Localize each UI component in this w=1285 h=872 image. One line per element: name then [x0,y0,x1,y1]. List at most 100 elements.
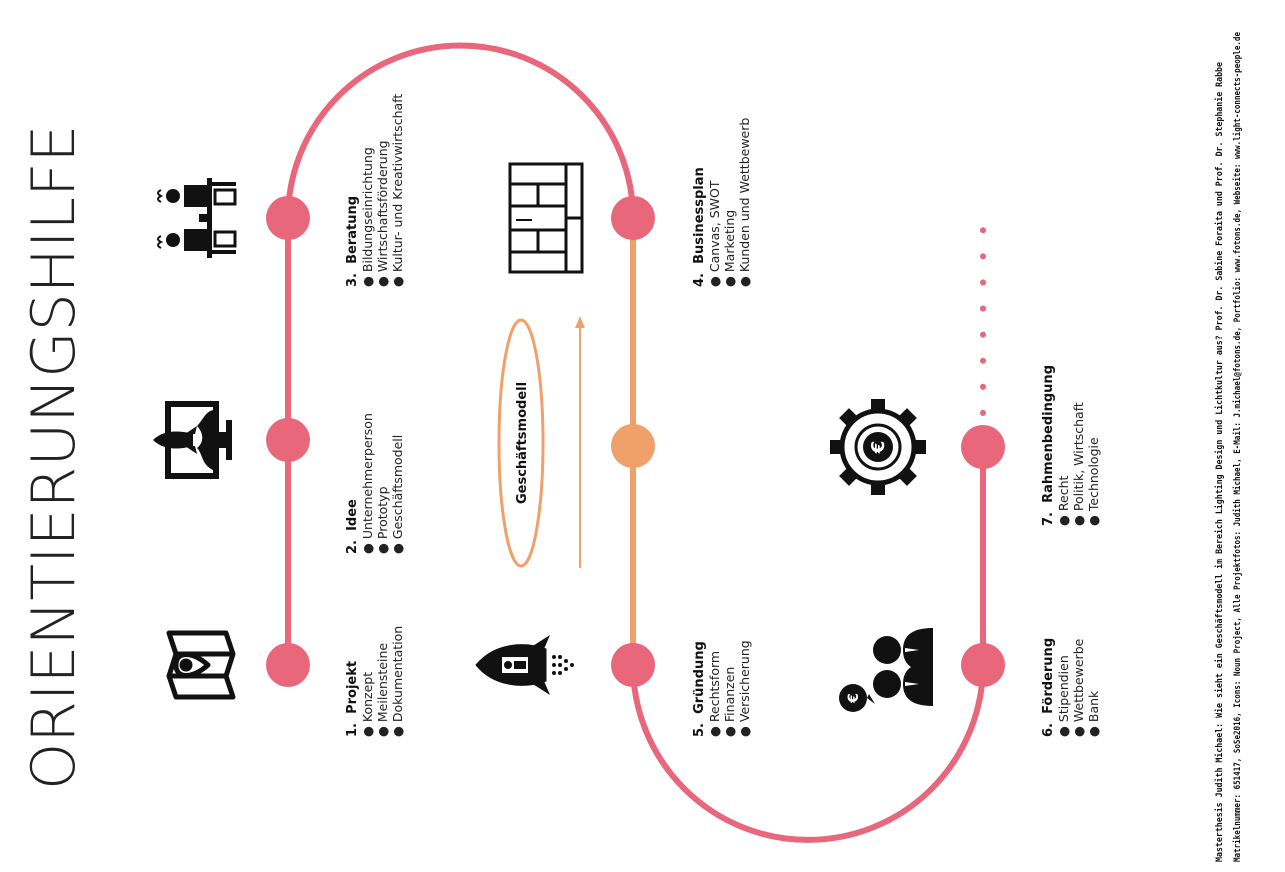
stage-item: Kunden und Wettbewerb [737,118,752,272]
svg-text:1. Projekt: 1. Projekt [341,661,360,737]
stage-name: Rahmenbedingung [1041,365,1056,503]
map-with-location-pin-icon [166,630,236,700]
stage-item: Prototyp [375,486,390,539]
svg-text:● Stipendien: ● Stipendien [1056,655,1071,737]
stage-number: 2. [345,540,360,554]
svg-text:● Unternehmerperson: ● Unternehmerperson [360,413,375,554]
stage-number: 5. [692,723,707,737]
node-projekt [266,643,310,687]
footer-line-2: Matrikelnummer: 651417, SoSe2016, Icons:… [1232,32,1243,862]
stage-name: Beratung [345,196,360,264]
stage-label-rahmenbedingung: 7. Rahmenbedingung ● Recht ● Politik, Wi… [1037,365,1101,526]
svg-text:● Kultur- und Kreativwirtschaf: ● Kultur- und Kreativwirtschaft [390,94,405,287]
stage-item: Meilensteine [375,643,390,723]
svg-text:● Dokumentation: ● Dokumentation [390,626,405,737]
svg-text:● Geschäftsmodell: ● Geschäftsmodell [390,435,405,554]
svg-text:● Bank: ● Bank [1086,690,1101,737]
stage-number: 1. [345,723,360,737]
svg-text:6. Förderung: 6. Förderung [1037,638,1056,737]
stage-item: Wirtschaftsförderung [375,140,390,272]
stage-number: 4. [692,273,707,287]
stage-name: Businessplan [692,167,707,264]
stage-label-gruendung: 5. Gründung ● Rechtsform ● Finanzen ● Ve… [688,640,752,737]
svg-text:● Wettbewerbe: ● Wettbewerbe [1071,638,1086,737]
svg-text:● Finanzen: ● Finanzen [722,667,737,737]
stage-number: 3. [345,273,360,287]
footer-credits: Masterthesis Judith Michael: Wie sieht e… [1214,32,1243,862]
svg-text:3. Beratung: 3. Beratung [341,196,360,287]
stage-item: Canvas, SWOT [707,180,722,272]
stage-number: 6. [1041,723,1056,737]
stage-label-foerderung: 6. Förderung ● Stipendien ● Wettbewerbe … [1037,638,1101,737]
stage-name: Idee [345,499,360,531]
node-geschaeftsmodell [611,424,655,468]
svg-text:● Marketing: ● Marketing [722,210,737,287]
svg-text:● Konzept: ● Konzept [360,672,375,737]
track-nodes [266,196,1005,687]
stage-item: Marketing [722,210,737,272]
svg-text:● Rechtsform: ● Rechtsform [707,651,722,737]
stage-name: Förderung [1041,638,1056,714]
svg-text:5. Gründung: 5. Gründung [688,641,707,737]
svg-text:€: € [868,441,889,455]
business-model-center: Geschäftsmodell [497,316,585,568]
stage-label-projekt: 1. Projekt ● Konzept ● Meilensteine ● Do… [341,626,405,737]
svg-text:● Prototyp: ● Prototyp [375,486,390,554]
svg-text:● Meilensteine: ● Meilensteine [375,643,390,737]
footer-line-1: Masterthesis Judith Michael: Wie sieht e… [1214,62,1225,862]
svg-text:● Kunden und Wettbewerb: ● Kunden und Wettbewerb [737,118,752,287]
svg-text:● Versicherung: ● Versicherung [737,640,752,737]
funding-people-euro-icon: € [839,628,933,712]
stage-label-beratung: 3. Beratung ● Bildungseinrichtung ● Wirt… [341,94,405,287]
stage-number: 7. [1041,512,1056,526]
svg-text:● Canvas, SWOT: ● Canvas, SWOT [707,180,722,287]
node-gruendung [611,643,655,687]
svg-text:7. Rahmenbedingung: 7. Rahmenbedingung [1037,365,1056,526]
svg-text:● Politik, Wirtschaft: ● Politik, Wirtschaft [1071,402,1086,526]
stage-item: Kultur- und Kreativwirtschaft [390,94,405,272]
stage-item: Konzept [360,672,375,722]
icons: € € [153,162,933,712]
stage-item: Recht [1056,476,1071,512]
stage-item: Stipendien [1056,655,1071,722]
stage-item: Geschäftsmodell [390,435,405,539]
page-title: ORIENTIERUNGSHILFE [19,125,89,790]
stage-item: Politik, Wirtschaft [1071,402,1086,511]
stage-labels: 1. Projekt ● Konzept ● Meilensteine ● Do… [341,94,1101,737]
business-model-arrow-head [575,316,585,328]
stage-item: Finanzen [722,667,737,722]
svg-text:€: € [846,693,862,704]
stage-item: Wettbewerbe [1071,638,1086,722]
stage-item: Rechtsform [707,651,722,722]
svg-text:● Bildungseinrichtung: ● Bildungseinrichtung [360,147,375,287]
stage-item: Dokumentation [390,626,405,722]
business-model-ellipse [497,318,545,568]
gear-with-euro-icon: € [830,399,926,495]
stage-item: Versicherung [737,640,752,722]
svg-text:● Recht: ● Recht [1056,476,1071,526]
node-foerderung [961,643,1005,687]
node-rahmenbedingung [961,425,1005,469]
business-model-canvas-icon [508,162,584,274]
track-arc-top [285,42,636,221]
stage-label-idee: 2. Idee ● Unternehmerperson ● Prototyp ●… [341,413,405,554]
stage-item: Unternehmerperson [360,413,375,539]
svg-text:2. Idee: 2. Idee [341,499,360,554]
stage-item: Bildungseinrichtung [360,147,375,272]
business-model-label: Geschäftsmodell [515,382,530,504]
stage-name: Gründung [692,641,707,714]
rocket-launch-icon [475,635,574,695]
node-beratung [266,196,310,240]
node-idee [266,418,310,462]
svg-text:● Wirtschaftsförderung: ● Wirtschaftsförderung [375,140,390,287]
stage-name: Projekt [345,661,360,714]
stage-item: Bank [1086,690,1101,722]
stage-item: Technologie [1086,437,1101,512]
svg-text:● Technologie: ● Technologie [1086,437,1101,526]
monitor-with-rocket-icon [153,401,232,479]
track-arc-bottom [630,662,986,843]
stage-label-businessplan: 4. Businessplan ● Canvas, SWOT ● Marketi… [688,118,752,287]
svg-text:4. Businessplan: 4. Businessplan [688,167,707,287]
node-businessplan [611,196,655,240]
